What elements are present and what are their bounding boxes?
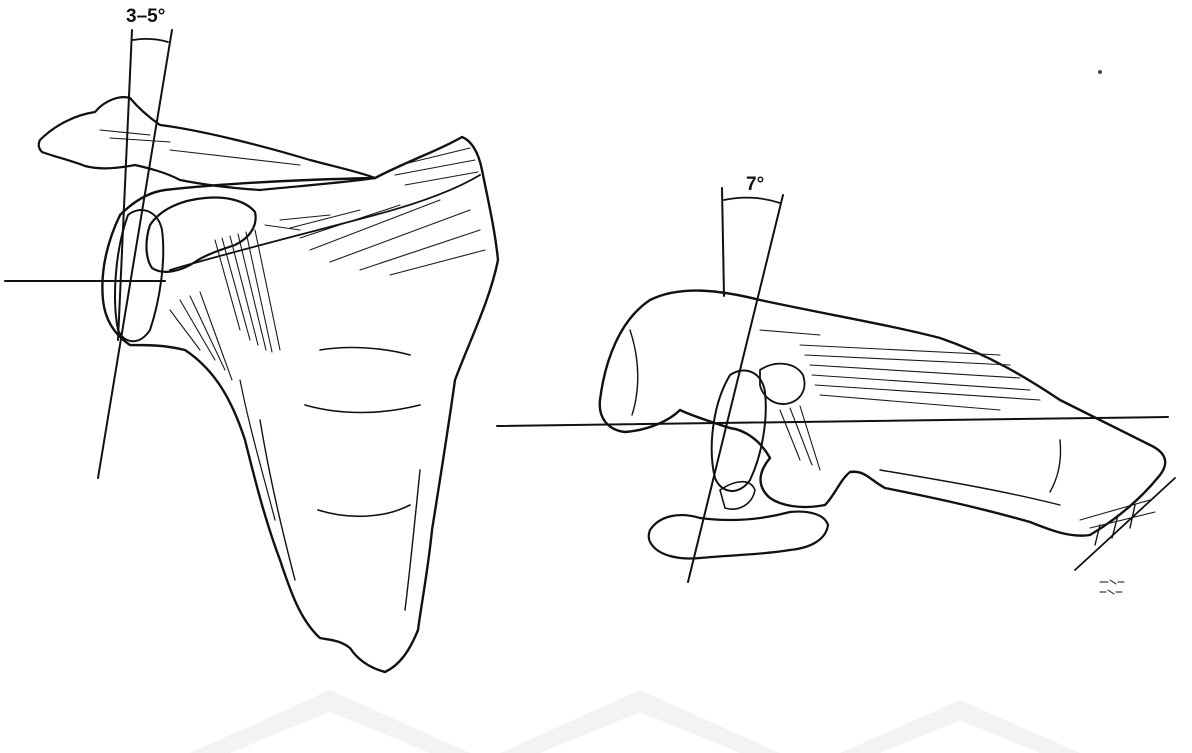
right-hatching — [760, 330, 1155, 528]
right-angle-label: 7° — [746, 174, 764, 195]
right-scapula-drawing — [600, 291, 1165, 559]
left-scapula-drawing — [39, 97, 498, 672]
right-reference-lines — [497, 188, 1175, 582]
left-hatching — [100, 130, 485, 380]
artist-signature — [1100, 580, 1124, 594]
left-angle-label: 3–5° — [126, 6, 165, 27]
stray-mark — [1098, 70, 1102, 74]
watermark — [190, 690, 1080, 753]
